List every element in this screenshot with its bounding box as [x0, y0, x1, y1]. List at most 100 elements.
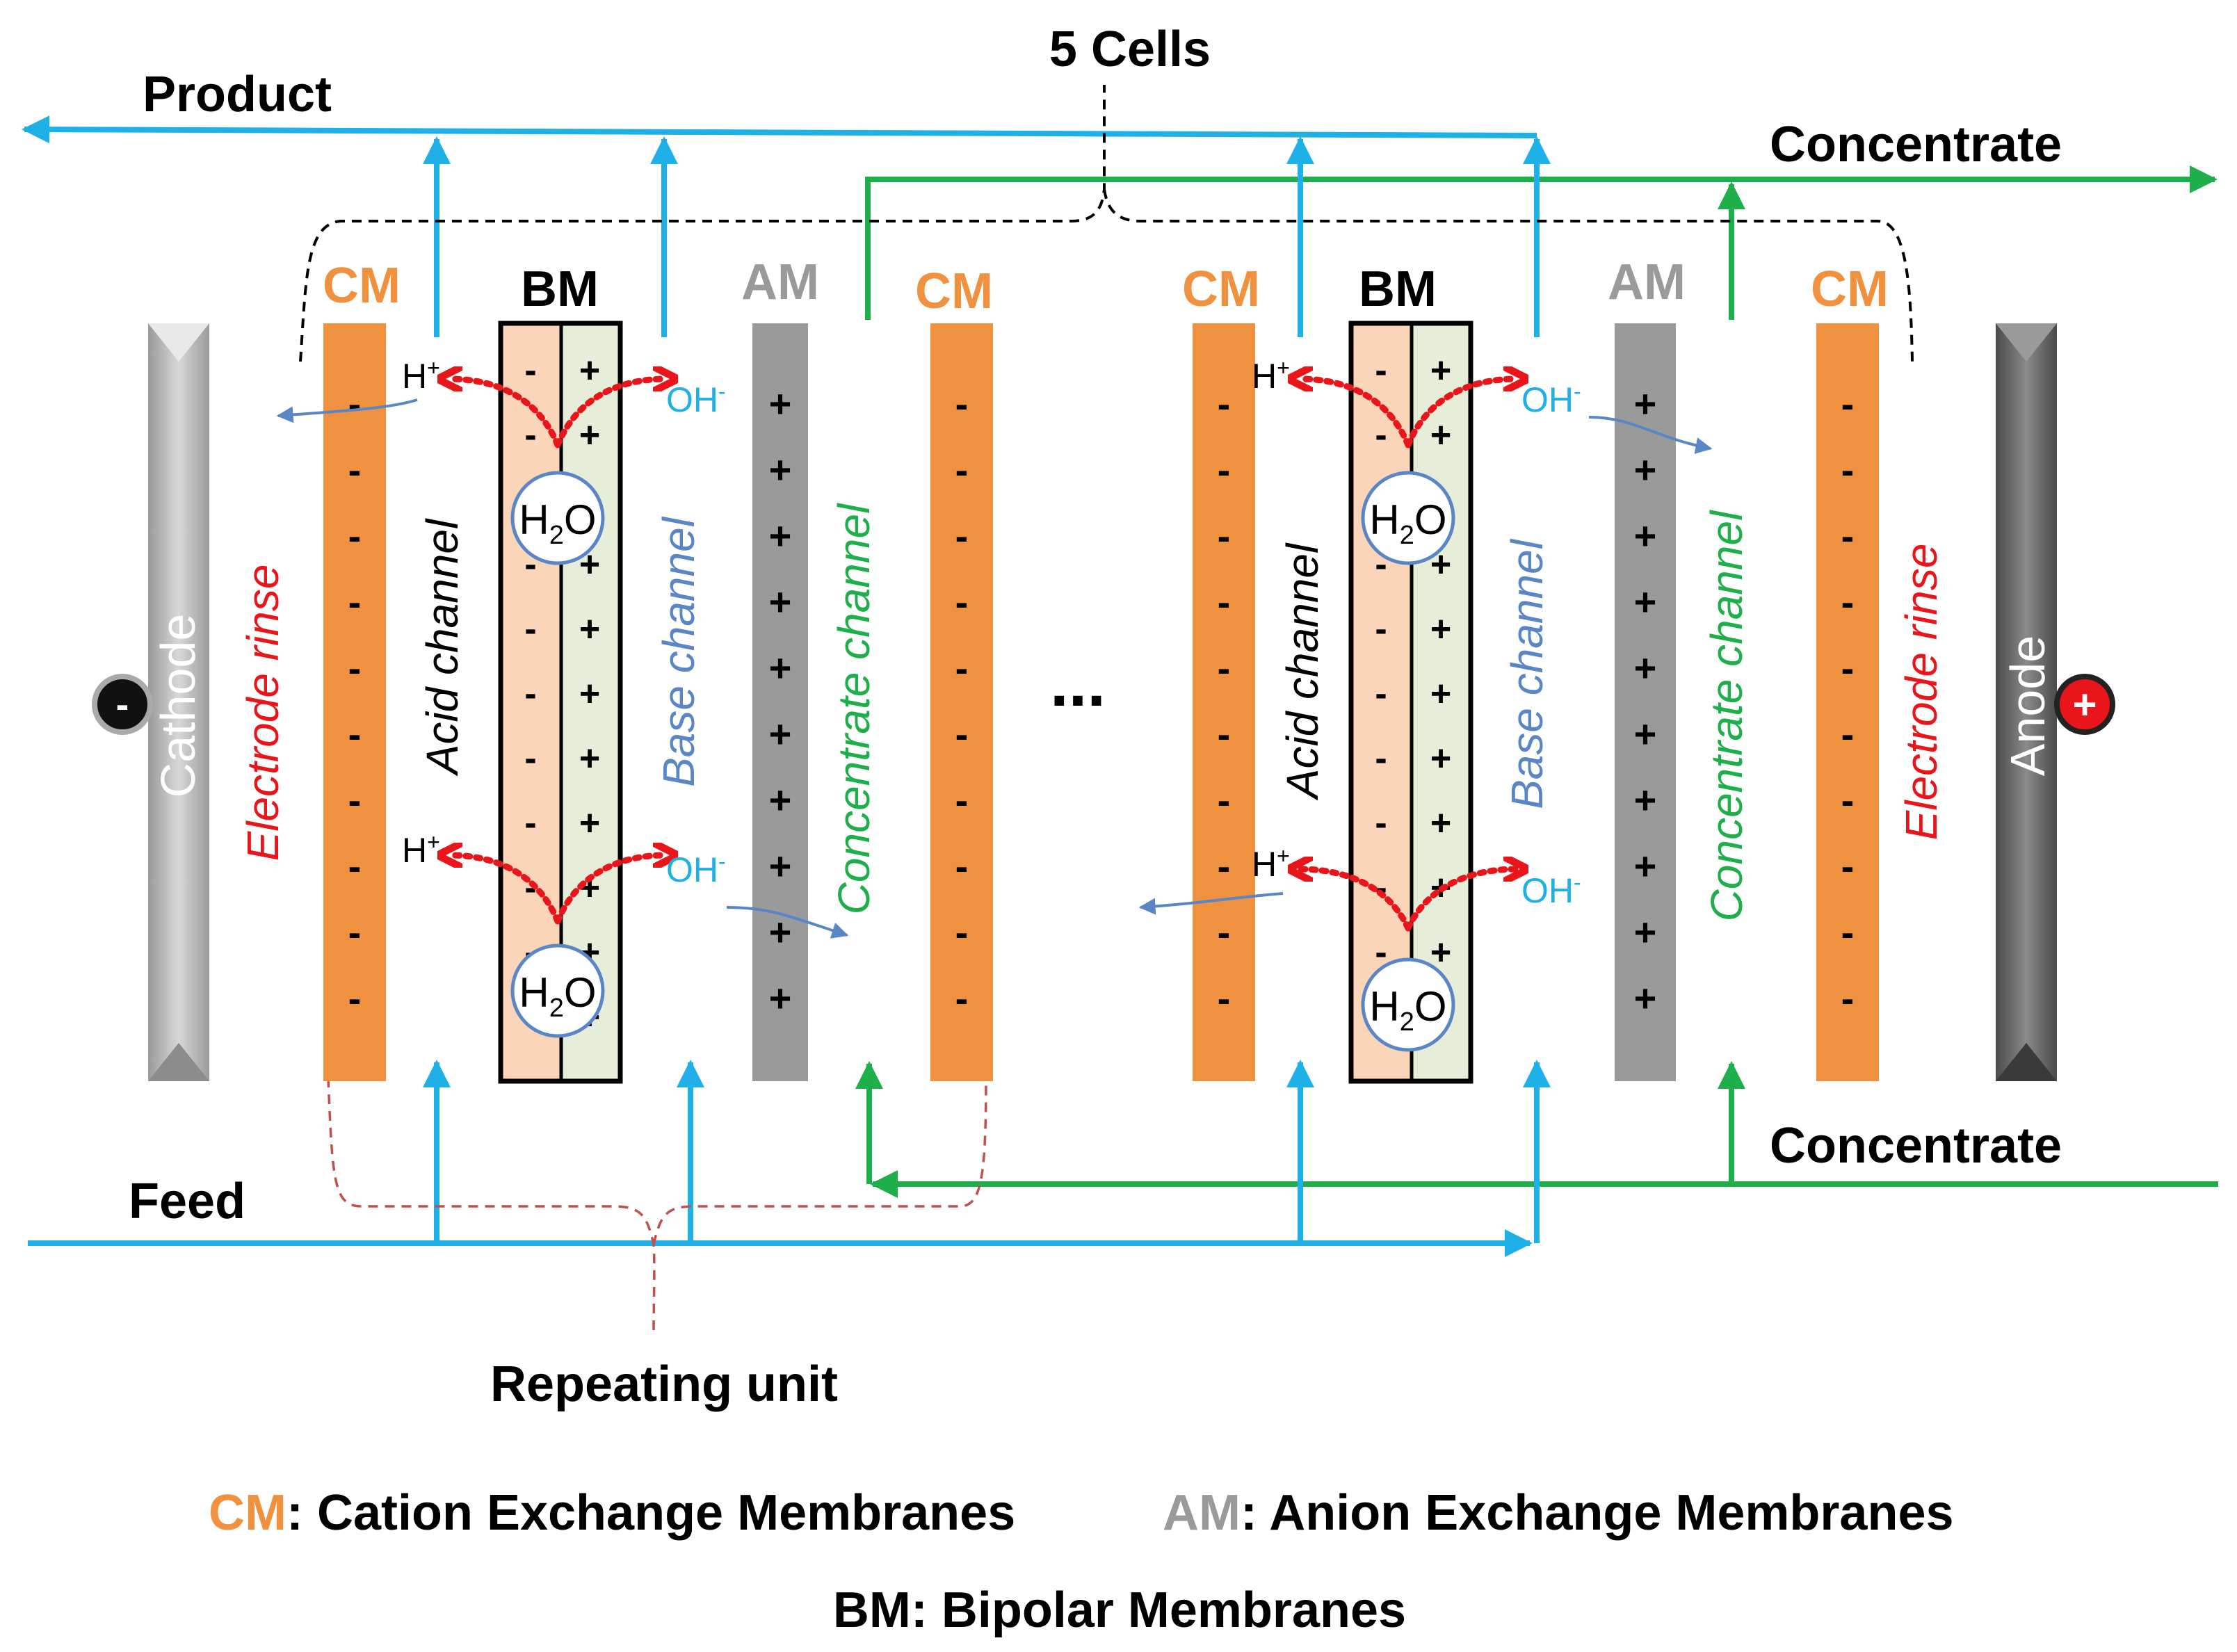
h-release-arrow	[450, 379, 561, 448]
am-charge-sign: +	[769, 778, 792, 822]
bm-charge-sign: -	[524, 738, 536, 779]
cm-charge-sign: -	[1841, 646, 1855, 690]
bm-charge-sign: -	[1375, 803, 1387, 843]
electrode-rinse-right: Electrode rinse	[1896, 544, 1946, 841]
electrode-rinse-left: Electrode rinse	[238, 565, 288, 861]
am-label-1: AM	[741, 254, 819, 310]
cm-charge-sign: -	[955, 844, 969, 888]
cm-charge-sign: -	[1218, 712, 1231, 756]
oh-minus-4: OH-	[1521, 870, 1581, 910]
am-charge-sign: +	[769, 580, 792, 624]
ion-arrow-oh-right-2	[1588, 416, 1713, 454]
bm-charge-sign: +	[1430, 803, 1451, 843]
oh-minus-1: OH-	[666, 379, 726, 419]
am-label-2: AM	[1608, 254, 1686, 310]
cm-charge-sign: -	[1218, 844, 1231, 888]
repeating-unit-label: Repeating unit	[490, 1357, 838, 1412]
bm-charge-sign: -	[524, 415, 536, 455]
cm-charge-sign: -	[1841, 712, 1855, 756]
svg-text:H2O: H2O	[1369, 496, 1446, 550]
cm-charge-sign: -	[348, 382, 362, 426]
base-channel-left: Base channel	[654, 516, 704, 787]
am-charge-sign: +	[769, 976, 792, 1020]
concentrate-channel-left: Concentrate channel	[829, 503, 879, 914]
legend-am: AM: Anion Exchange Membranes	[1163, 1485, 1954, 1541]
svg-text:H2O: H2O	[1369, 983, 1446, 1037]
cm-charge-sign: -	[955, 910, 969, 954]
cm-label-1: CM	[323, 258, 401, 314]
cm-charge-sign: -	[1218, 910, 1231, 954]
cm-charge-sign: -	[955, 778, 969, 822]
bm-charge-sign: +	[579, 738, 600, 779]
am-charge-sign: +	[1634, 712, 1657, 756]
bm-charge-sign: -	[1375, 738, 1387, 779]
cm-charge-sign: -	[348, 976, 362, 1020]
am-charge-sign: +	[1634, 514, 1657, 558]
am-charge-sign: +	[769, 448, 792, 492]
membrane-cm-2	[930, 323, 993, 1081]
cm-charge-sign: -	[348, 646, 362, 690]
water-splitting-arrows	[450, 379, 1516, 932]
positive-terminal-icon	[2054, 674, 2115, 735]
bm-charge-sign: +	[579, 803, 600, 843]
h-release-arrow	[1300, 869, 1412, 932]
anode	[1996, 323, 2057, 1081]
membrane-am-1	[752, 323, 808, 1081]
cm-charge-sign: -	[348, 910, 362, 954]
bm-charge-sign: -	[1375, 674, 1387, 714]
cm-charge-sign: -	[955, 712, 969, 756]
ion-arrow-h-left-2	[1138, 892, 1284, 915]
am-charge-sign: +	[1634, 910, 1657, 954]
concentrate-channel-right: Concentrate channel	[1702, 510, 1752, 921]
bm-charge-sign: -	[524, 350, 536, 391]
cm-charge-sign: -	[1841, 976, 1855, 1020]
bm-charge-sign: +	[1430, 738, 1451, 779]
svg-text:H2O: H2O	[519, 969, 596, 1023]
cm-charge-sign: -	[1841, 778, 1855, 822]
cm-charge-sign: -	[955, 580, 969, 624]
acid-channel-right: Acid channel	[1277, 542, 1327, 801]
svg-text:H2O: H2O	[519, 496, 596, 550]
cm-label-3: CM	[1182, 261, 1260, 317]
bm-charge-sign: +	[1430, 350, 1451, 391]
h-plus-4: H+	[1252, 843, 1290, 884]
cm-charge-sign: -	[955, 514, 969, 558]
feed-label: Feed	[129, 1174, 245, 1229]
negative-terminal-icon	[92, 674, 153, 735]
bm-charge-sign: +	[1430, 415, 1451, 455]
concentrate-top-line	[865, 165, 2218, 320]
cm-charge-sign: -	[955, 976, 969, 1020]
cm-charge-sign: -	[348, 580, 362, 624]
cm-charge-sign: -	[1841, 448, 1855, 492]
bm-charge-sign: +	[1430, 674, 1451, 714]
oh-release-arrow	[1405, 869, 1516, 932]
cm-label-2: CM	[915, 264, 993, 319]
cells-label: 5 Cells	[1049, 22, 1211, 77]
cm-charge-sign: -	[348, 778, 362, 822]
bm-label-1: BM	[521, 261, 599, 317]
bm-charge-sign: -	[1375, 932, 1387, 973]
water-molecule-1: H2O	[510, 471, 605, 565]
am-charge-sign: +	[1634, 646, 1657, 690]
cathode	[148, 323, 209, 1081]
cm-charge-sign: -	[1218, 382, 1231, 426]
membrane-bm-2	[1348, 321, 1473, 1084]
bm-charge-sign: -	[1375, 350, 1387, 391]
cm-charge-sign: -	[1218, 580, 1231, 624]
cm-charge-sign: -	[955, 646, 969, 690]
cm-charge-sign: -	[1218, 514, 1231, 558]
negative-terminal-sign: -	[116, 682, 129, 726]
membrane-am-2	[1615, 323, 1676, 1081]
membrane-charges: ----------------------------------------…	[348, 350, 1855, 1037]
am-charge-sign: +	[1634, 448, 1657, 492]
water-molecule-3: H2O	[1361, 471, 1455, 565]
h-plus-2: H+	[402, 829, 440, 870]
membrane-cm-3	[1193, 323, 1255, 1081]
repeating-unit-brace	[327, 1077, 987, 1337]
cells-brace	[299, 85, 1914, 362]
bm-charge-sign: -	[1375, 609, 1387, 649]
base-channel-right: Base channel	[1502, 538, 1552, 809]
am-charge-sign: +	[769, 514, 792, 558]
am-charge-sign: +	[1634, 580, 1657, 624]
